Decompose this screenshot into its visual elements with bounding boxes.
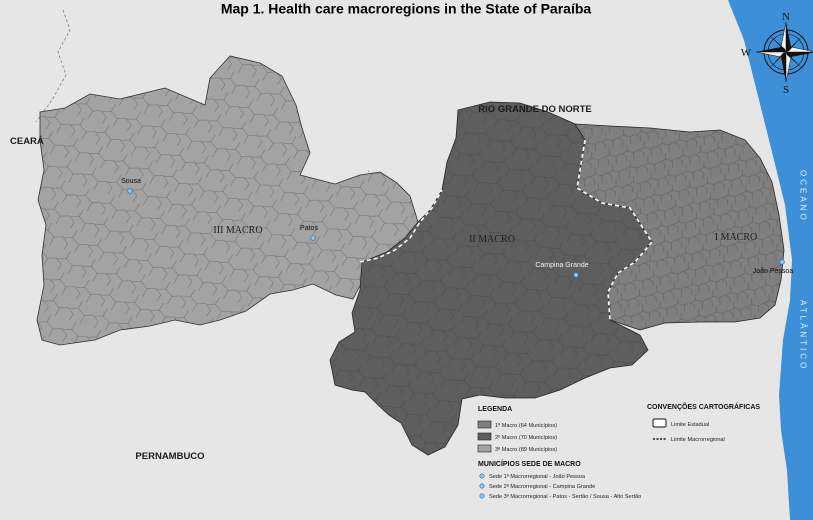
legend-seat-label: Sede 3ª Macrorregional - Patos - Sertão … [489,493,641,500]
city-marker-icon [310,235,316,241]
conventions: CONVENÇÕES CARTOGRÁFICAS Limite Estadual… [647,402,760,443]
state-label-pe: PERNAMBUCO [135,451,204,462]
map-title: Map 1. Health care macroregions in the S… [221,0,592,16]
ceara-border [35,9,71,123]
legend: LEGENDA 1ª Macro (64 Municípios) 2ª Macr… [477,406,641,500]
city-campina-grande: Campina Grande [535,262,589,278]
legend-item-macro-2: 2ª Macro (70 Municípios) [477,432,557,441]
city-marker-icon [779,259,785,265]
city-patos: Patos [300,225,318,241]
atlantic-ocean [728,0,813,520]
state-limit-label: Limite Estadual [671,422,709,428]
city-label: Campina Grande [535,262,588,269]
legend-swatch [477,444,492,453]
legend-seat-2: Sede 2ª Macrorregional - Campina Grande [479,483,595,490]
macro-limit-2-3 [359,189,443,263]
seat-marker-icon [479,483,485,489]
legend-seats-heading: MUNICÍPIOS SEDE DE MACRO [478,459,581,468]
city-marker-icon [573,272,579,278]
state-limit-swatch [652,418,667,428]
legend-heading: LEGENDA [478,406,512,413]
legend-item-label: 1ª Macro (64 Municípios) [495,422,557,429]
region-label-3: III MACRO [213,225,262,236]
macro-limit-label: Limite Macrorregional [671,437,725,443]
seat-marker-icon [479,473,485,479]
macro-limit-1-2 [576,139,653,321]
compass-rose-icon [755,21,813,83]
legend-item-macro-1: 1ª Macro (64 Municípios) [477,420,557,429]
region-label-2: II MACRO [469,234,515,245]
compass-west-label: W [741,47,752,59]
city-label: Sousa [121,178,141,185]
compass-south-label: S [783,84,789,96]
legend-seat-label: Sede 2ª Macrorregional - Campina Grande [489,483,595,490]
city-sousa: Sousa [121,178,141,194]
ocean-label-bottom: ATLÂNTICO [799,300,808,371]
state-label-rn: RIO GRANDE DO NORTE [478,104,591,115]
legend-item-label: 2ª Macro (70 Municípios) [495,434,557,441]
city-marker-icon [127,188,133,194]
legend-seat-3: Sede 3ª Macrorregional - Patos - Sertão … [479,493,641,500]
legend-swatch [477,420,492,429]
legend-item-label: 3ª Macro (89 Municípios) [495,446,557,453]
legend-seat-1: Sede 1ª Macrorregional - João Pessoa [479,473,586,480]
legend-swatch [477,432,492,441]
legend-seat-label: Sede 1ª Macrorregional - João Pessoa [489,473,586,480]
conventions-heading: CONVENÇÕES CARTOGRÁFICAS [647,402,760,411]
ocean-label-top: OCEANO [799,170,808,223]
city-joao-pessoa: João Pessoa [753,259,794,275]
legend-item-macro-3: 3ª Macro (89 Municípios) [477,444,557,453]
city-label: João Pessoa [753,268,794,275]
region-label-1: I MACRO [715,232,758,243]
seat-marker-icon [479,493,485,499]
city-label: Patos [300,225,318,232]
state-label-ce: CEARÁ [10,136,44,147]
compass-north-label: N [782,11,790,23]
